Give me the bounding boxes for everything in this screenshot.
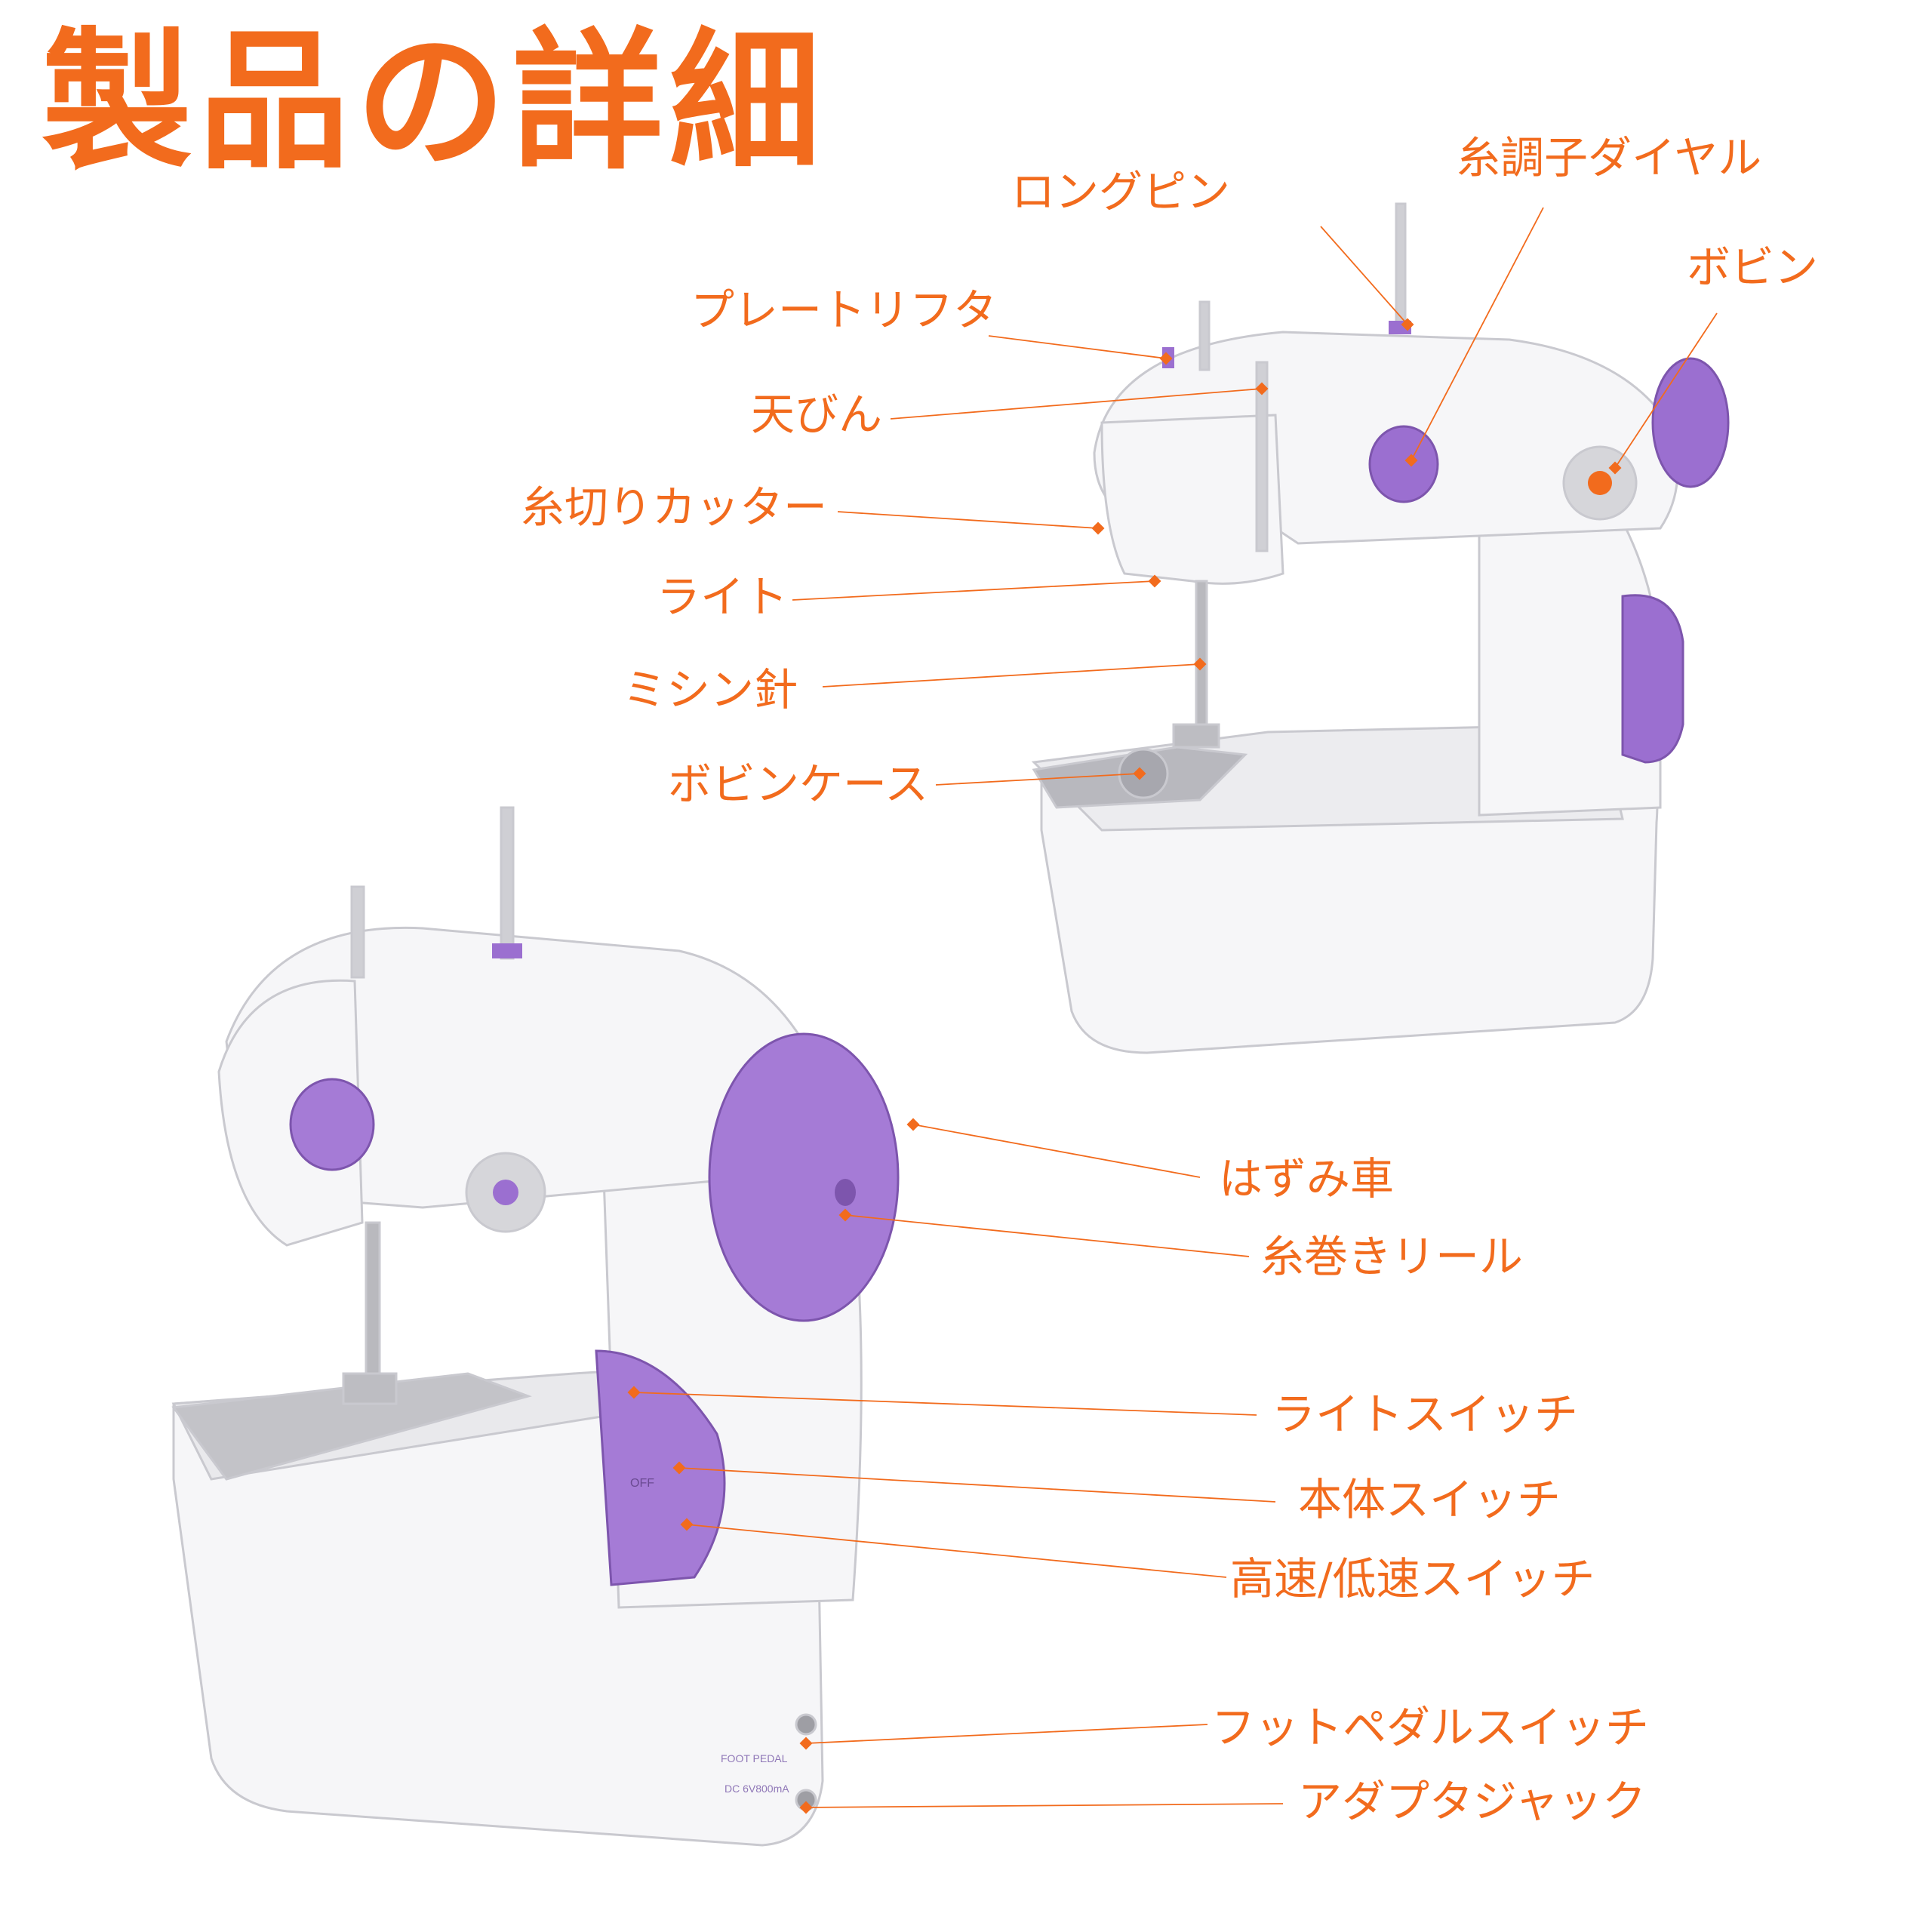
label-bobbin: ボビン xyxy=(1687,242,1819,293)
label-power-switch: 本体スイッチ xyxy=(1298,1474,1561,1525)
front-presser-foot xyxy=(342,1372,398,1405)
label-bobbin-case: ボビンケース xyxy=(668,758,929,810)
leader-adapter xyxy=(805,1803,1284,1808)
label-handwheel: はずみ車 xyxy=(1219,1153,1395,1204)
page-title: 製品の詳細 xyxy=(42,13,827,190)
label-light: ライト xyxy=(657,571,789,623)
leader-light-switch xyxy=(633,1392,1257,1416)
label-speed-switch: 高速/低速スイッチ xyxy=(1230,1553,1595,1604)
front-long-pin xyxy=(500,806,515,960)
rear-short-pin xyxy=(1198,300,1211,371)
leader-power-switch xyxy=(678,1467,1276,1503)
leader-bobbin-case xyxy=(935,773,1140,786)
front-handwheel xyxy=(708,1032,900,1322)
rear-needle-bar xyxy=(1195,580,1208,734)
leader-handwheel xyxy=(912,1124,1201,1178)
leader-take-up xyxy=(890,388,1263,420)
front-needle-bar xyxy=(365,1221,381,1375)
rear-take-up-slot xyxy=(1255,361,1269,552)
foot-pedal-port xyxy=(795,1713,817,1736)
rear-presser-foot xyxy=(1172,723,1220,749)
front-head xyxy=(217,979,364,1247)
leader-speed-switch xyxy=(686,1524,1227,1578)
front-view-machine xyxy=(171,806,900,1847)
front-short-pin xyxy=(350,885,365,979)
label-light-switch: ライトスイッチ xyxy=(1272,1389,1579,1440)
leader-tension-dial xyxy=(1411,207,1544,461)
label-foot-pedal-switch: フットペダルスイッチ xyxy=(1211,1702,1650,1753)
dc-rating-print: DC 6V800mA xyxy=(724,1783,789,1795)
leader-foot-pedal xyxy=(805,1724,1208,1744)
leader-lines xyxy=(633,207,1718,1808)
leader-cutter xyxy=(837,511,1099,529)
label-plate-lifter: プレートリフタ xyxy=(691,285,998,336)
label-thread-tension-dial: 糸調子ダイヤル xyxy=(1457,132,1762,183)
leader-bobbin xyxy=(1614,312,1718,469)
label-thread-cutter: 糸切りカッター xyxy=(521,481,828,533)
off-print: OFF xyxy=(630,1477,654,1490)
label-bobbin-winder: 糸巻きリール xyxy=(1260,1231,1524,1282)
rear-view-machine xyxy=(1031,202,1730,1054)
leader-plate-lifter xyxy=(988,335,1167,359)
rear-switch-panel xyxy=(1621,594,1684,764)
front-pin-base xyxy=(492,943,522,958)
label-adapter-jack: アダプタジャック xyxy=(1298,1776,1647,1827)
front-tension-dial xyxy=(289,1078,375,1171)
label-needle: ミシン針 xyxy=(623,664,798,715)
foot-pedal-print: FOOT PEDAL xyxy=(721,1752,788,1764)
label-take-up-lever: 天びん xyxy=(751,389,883,440)
front-switch-panel xyxy=(595,1349,726,1586)
rear-tension-dial xyxy=(1368,425,1439,503)
label-long-pin: ロングピン xyxy=(1011,166,1231,217)
rear-head xyxy=(1100,414,1284,585)
leader-light xyxy=(792,580,1155,601)
leader-long-pin xyxy=(1320,226,1408,325)
leader-needle xyxy=(822,663,1201,688)
rear-handwheel xyxy=(1651,357,1730,488)
leader-winder xyxy=(844,1214,1250,1257)
